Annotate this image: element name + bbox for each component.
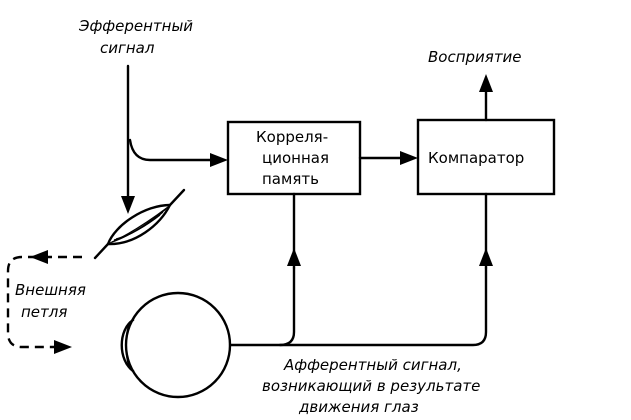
outer-loop-dashed-line bbox=[6, 255, 82, 349]
afferent-to-memory-wire bbox=[278, 266, 296, 347]
eye-muscle-icon bbox=[93, 188, 186, 260]
outer-loop-label-2: петля bbox=[21, 303, 67, 321]
afferent-comparator-arrowhead bbox=[479, 248, 493, 266]
afferent-memory-arrowhead bbox=[287, 248, 301, 266]
efferent-signal-label-2: сигнал bbox=[100, 39, 155, 57]
correlation-memory-label-3: память bbox=[262, 170, 319, 188]
outer-loop-start-arrowhead bbox=[30, 250, 48, 264]
correlation-memory-label-1: Корреля- bbox=[256, 128, 328, 146]
comparator-label: Компаратор bbox=[428, 149, 524, 167]
efferent-signal-label-1: Эфферентный bbox=[78, 17, 193, 35]
to-comparator-arrowhead bbox=[400, 151, 418, 165]
afferent-signal-label-2: возникающий в результате bbox=[262, 377, 480, 395]
outer-loop-label-1: Внешняя bbox=[15, 281, 86, 299]
efferent-branch-wire bbox=[128, 138, 214, 162]
perception-label: Восприятие bbox=[428, 48, 522, 66]
eyeball-icon bbox=[120, 291, 232, 399]
afferent-signal-label-3: движения глаз bbox=[298, 398, 419, 416]
outer-loop-end-arrowhead bbox=[54, 340, 72, 354]
correlation-memory-label-2: ционная bbox=[262, 149, 329, 167]
to-memory-arrowhead bbox=[210, 153, 228, 167]
afferent-signal-wire bbox=[228, 266, 488, 347]
afferent-signal-label-1: Афферентный сигнал, bbox=[283, 356, 462, 374]
efferent-down-arrowhead bbox=[121, 196, 135, 214]
perception-arrowhead bbox=[479, 74, 493, 92]
